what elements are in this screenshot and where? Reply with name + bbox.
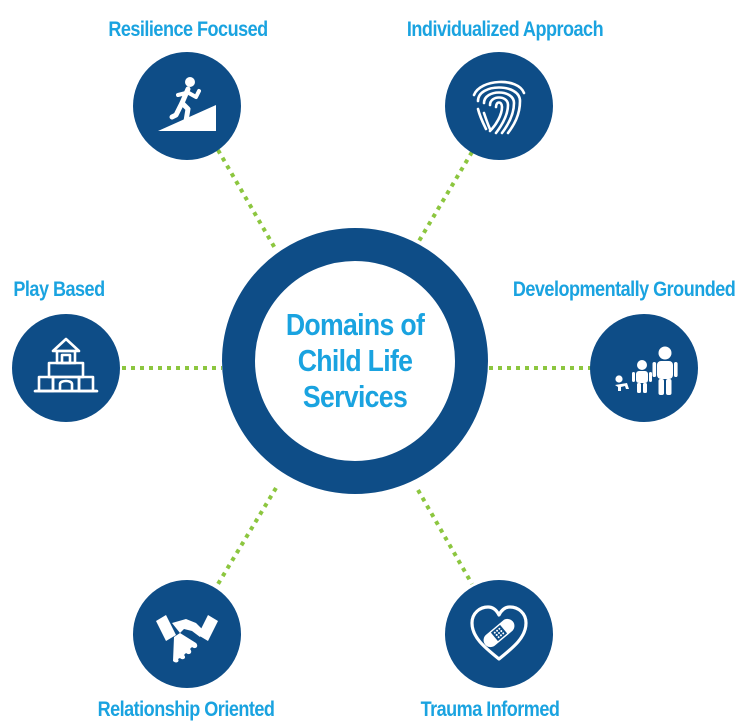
label-play-based: Play Based [13, 278, 105, 301]
label-resilience-focused: Resilience Focused [108, 18, 268, 41]
node-individualized-approach [445, 52, 553, 160]
node-play-based [12, 314, 120, 422]
block-castle-icon [33, 337, 99, 393]
label-individualized-approach: Individualized Approach [406, 18, 604, 41]
center-title-line-3: Services [302, 379, 408, 414]
growing-children-icon [615, 346, 678, 395]
node-resilience-focused [133, 52, 241, 160]
bandaged-heart-icon [470, 605, 528, 661]
connector-resilience [216, 148, 278, 252]
label-trauma-informed: Trauma Informed [420, 698, 560, 721]
connector-relationship [216, 486, 278, 586]
node-developmentally-grounded [590, 314, 698, 422]
center-hub-ring: Domains of Child Life Services [222, 228, 488, 494]
center-title-line-2: Child Life [297, 343, 413, 378]
label-relationship-oriented: Relationship Oriented [97, 698, 275, 721]
climbing-stairs-icon [158, 77, 216, 131]
center-title-line-1: Domains of [285, 307, 425, 342]
center-title: Domains of Child Life Services [282, 307, 428, 415]
connector-trauma [416, 489, 474, 585]
node-trauma-informed [445, 580, 553, 688]
node-relationship-oriented [133, 580, 241, 688]
label-developmentally-grounded: Developmentally Grounded [512, 278, 736, 301]
fingerprint-icon [472, 80, 526, 135]
handshake-icon [156, 615, 218, 663]
connector-individualized [414, 150, 474, 248]
